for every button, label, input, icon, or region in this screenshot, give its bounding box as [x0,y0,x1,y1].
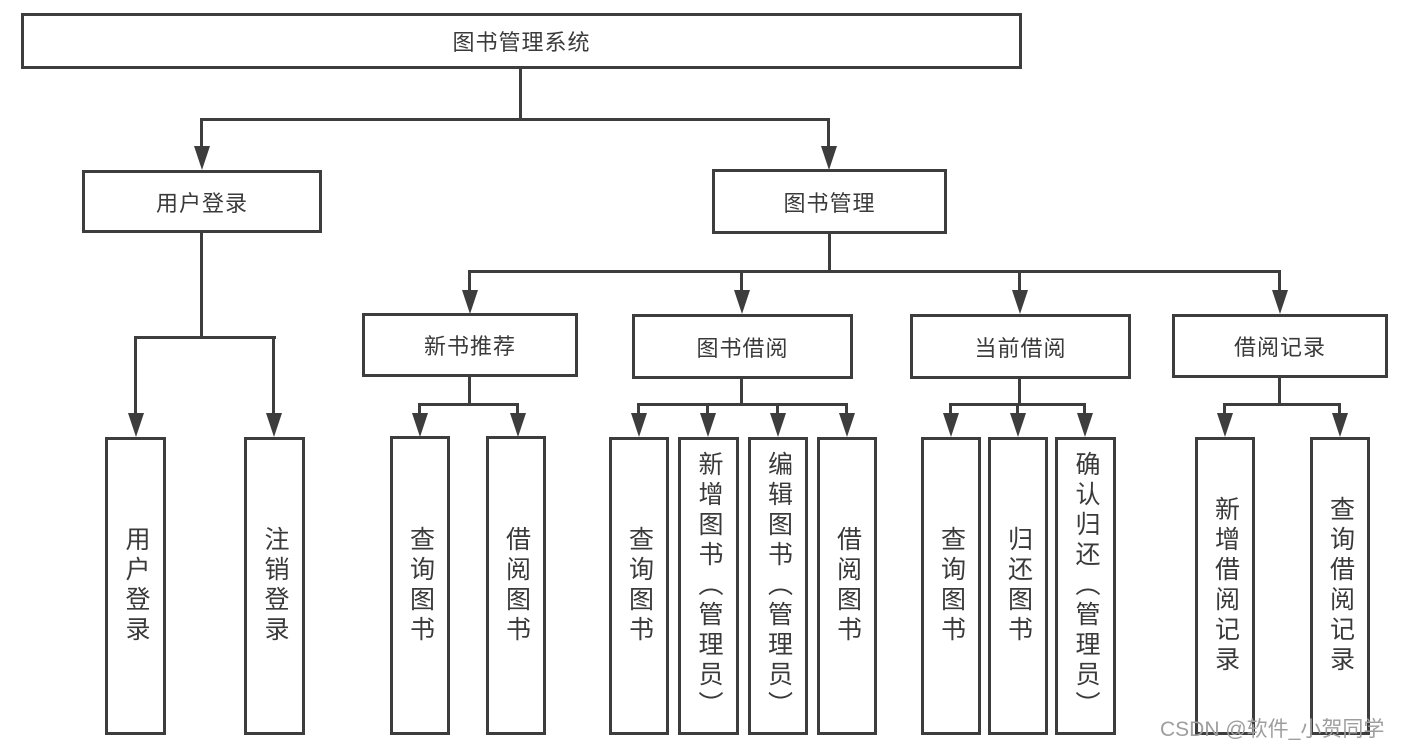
node-book-management-label: 图书管理 [783,190,876,216]
connector-drop [706,403,709,415]
node-root: 图书管理系统 [21,13,1022,69]
node-borrowing-records: 借阅记录 [1172,314,1388,378]
arrow-down-icon [1077,413,1093,437]
arrow-down-icon [1010,413,1026,437]
node-new-book-recommendation-label: 新书推荐 [423,334,516,359]
arrow-down-icon [1217,413,1233,437]
connector-root-drop-right [827,118,830,148]
arrow-down-icon [821,146,837,170]
connector-drop [949,403,952,415]
arrow-down-icon [462,290,478,314]
node-book-management: 图书管理 [712,169,947,234]
node-add-books-admin: 新增图书（管理员） [678,437,739,735]
node-book-borrowing-label: 图书借阅 [696,335,789,361]
node-confirm-return-admin: 确认归还（管理员） [1055,437,1116,735]
connector-book-management-stem [828,234,831,270]
connector-drop [1278,270,1281,292]
connector-drop [1018,270,1021,292]
connector-stem [1278,377,1281,403]
connector-user-login-branch [134,336,276,339]
arrow-down-icon [1332,413,1348,437]
connector-drop [272,336,275,415]
arrow-down-icon [412,413,428,437]
node-query-books-recommend: 查询图书 [390,436,450,735]
node-add-books-admin-label: 新增图书（管理员） [695,451,723,721]
connector-drop [468,270,471,292]
node-query-books-borrow-label: 查询图书 [625,526,654,646]
connector-drop [776,403,779,415]
connector-user-login-stem [200,233,203,336]
connector-stem [740,379,743,403]
node-add-borrow-record-label: 新增借阅记录 [1211,496,1240,676]
arrow-down-icon [510,413,526,437]
node-user-login: 用户登录 [82,170,322,233]
node-query-borrow-record: 查询借阅记录 [1310,437,1370,735]
arrow-down-icon [631,413,647,437]
node-borrow-books-leaf: 借阅图书 [817,437,877,735]
node-current-borrowing-label: 当前借阅 [974,335,1067,361]
node-user-login-leaf: 用户登录 [105,437,166,735]
node-borrow-books-recommend-label: 借阅图书 [502,525,531,646]
node-borrow-books-recommend: 借阅图书 [486,436,546,735]
node-query-borrow-record-label: 查询借阅记录 [1326,496,1355,676]
node-user-login-leaf-label: 用户登录 [122,526,150,646]
node-query-books-current-label: 查询图书 [937,526,966,646]
connector-book-management-branch [468,270,1281,273]
connector-branch [418,403,519,406]
connector-drop [516,403,519,415]
connector-stem [1018,379,1021,403]
arrow-down-icon [734,290,750,314]
node-user-login-label: 用户登录 [155,190,248,216]
node-query-books-recommend-label: 查询图书 [406,525,435,646]
node-root-label: 图书管理系统 [452,30,591,55]
node-query-books-current: 查询图书 [921,437,981,735]
arrow-down-icon [194,146,210,170]
node-edit-books-admin-label: 编辑图书（管理员） [764,451,793,721]
node-return-books-label: 归还图书 [1004,526,1033,646]
node-borrowing-records-label: 借阅记录 [1233,335,1326,360]
connector-root-stem [519,69,522,118]
connector-drop [1223,403,1226,415]
arrow-down-icon [770,413,786,437]
arrow-down-icon [700,413,716,437]
node-book-borrowing: 图书借阅 [632,314,853,379]
connector-branch [1223,403,1341,406]
arrow-down-icon [943,413,959,437]
node-current-borrowing: 当前借阅 [910,314,1131,379]
node-confirm-return-admin-label: 确认归还（管理员） [1072,451,1100,721]
arrow-down-icon [128,413,144,437]
node-borrow-books-leaf-label: 借阅图书 [833,526,862,646]
node-logout-leaf-label: 注销登录 [261,526,289,646]
connector-drop [1016,403,1019,415]
node-logout-leaf: 注销登录 [244,437,305,735]
node-new-book-recommendation: 新书推荐 [362,313,578,377]
connector-branch [637,403,848,406]
connector-drop [637,403,640,415]
node-add-borrow-record: 新增借阅记录 [1195,437,1255,735]
connector-stem [468,377,471,403]
node-return-books: 归还图书 [988,437,1048,735]
arrow-down-icon [266,413,282,437]
connector-drop [134,336,137,415]
arrow-down-icon [839,413,855,437]
connector-drop [418,403,421,415]
arrow-down-icon [1272,290,1288,314]
connector-drop [740,270,743,292]
node-query-books-borrow: 查询图书 [609,437,669,735]
csdn-watermark: CSDN @软件_小贺同学 [1160,718,1385,741]
connector-root-drop-left [200,118,203,148]
connector-root-branch [200,118,830,121]
node-edit-books-admin: 编辑图书（管理员） [748,437,808,735]
connector-drop [845,403,848,415]
connector-drop [1338,403,1341,415]
arrow-down-icon [1012,290,1028,314]
connector-drop [1083,403,1086,415]
